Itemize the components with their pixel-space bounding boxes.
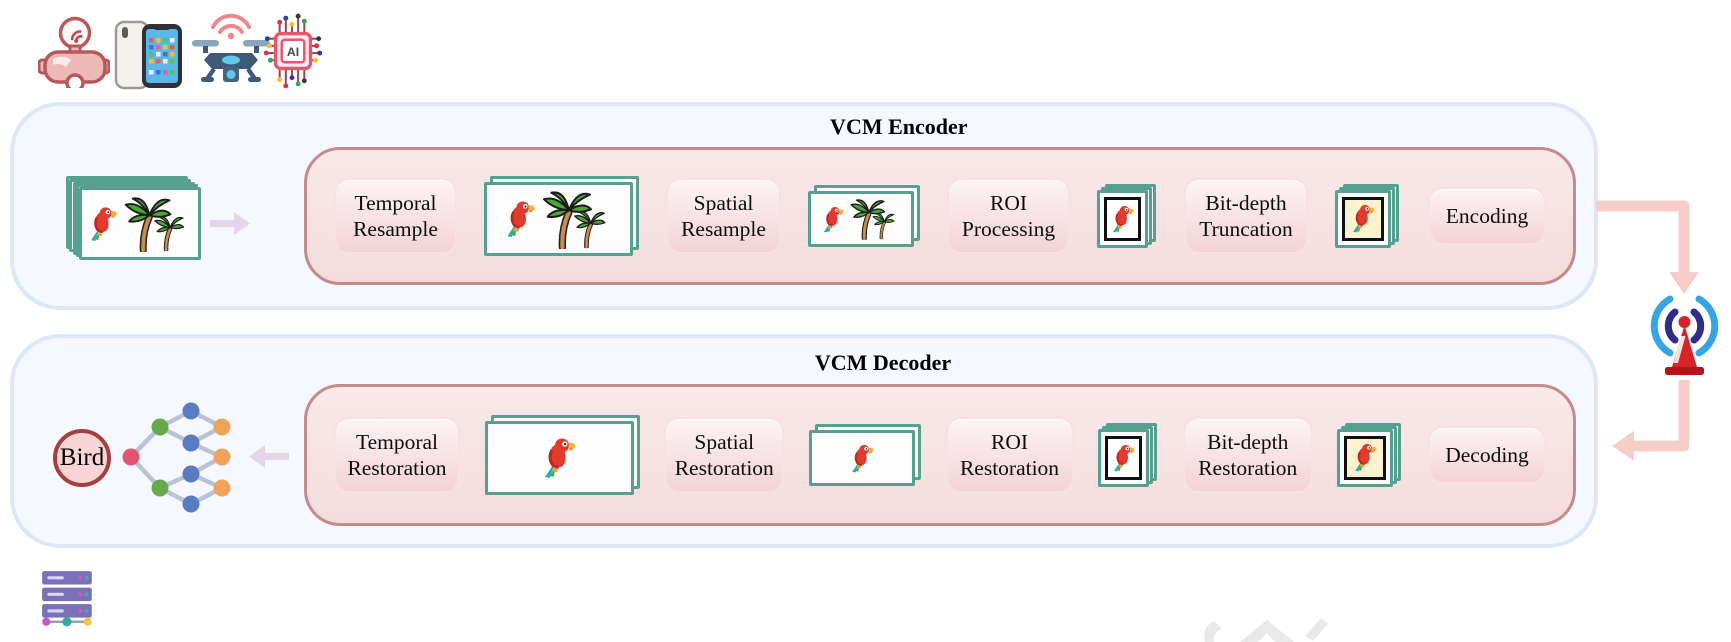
parrot-image <box>502 199 538 239</box>
broadcast-antenna-icon <box>1650 295 1719 375</box>
step-temporal-restoration: Temporal Restoration <box>334 417 460 493</box>
roi-processed-frame <box>1097 183 1157 249</box>
parrot-image <box>820 205 846 234</box>
vcm-encoder-panel: VCM Encoder Temporal Resample Spatial Re… <box>10 102 1598 310</box>
task-output-bird: Bird <box>53 429 111 487</box>
parrot-image <box>1109 204 1136 234</box>
parrot-image <box>848 443 876 474</box>
encoder-title: VCM Encoder <box>830 114 968 139</box>
roi-restored-frame <box>1098 422 1158 488</box>
server-cluster-icon <box>42 571 92 627</box>
parrot-image <box>1351 442 1379 473</box>
drone-icon <box>192 13 270 82</box>
step-roi-restoration: ROI Restoration <box>945 417 1074 493</box>
spatial-resampled-frames <box>808 185 920 247</box>
header-device-icons: AI <box>0 0 340 95</box>
step-spatial-resample: Spatial Resample <box>666 178 781 254</box>
input-flow-arrow <box>210 212 250 235</box>
smartphone-icon <box>114 20 182 90</box>
palm-trees-image <box>850 198 902 240</box>
step-bit-depth-truncation: Bit-depth Truncation <box>1184 178 1308 254</box>
vcm-decoder-panel: VCM Decoder Bird Temporal Restoration <box>10 334 1598 548</box>
temporal-restored-frames <box>484 415 640 495</box>
step-bit-depth-restoration: Bit-depth Restoration <box>1182 417 1313 493</box>
watermark-fragment <box>1204 618 1328 642</box>
decoder-title: VCM Decoder <box>814 350 952 375</box>
output-flow-arrow <box>249 445 289 468</box>
parrot-image <box>86 205 120 243</box>
step-temporal-resample: Temporal Resample <box>334 178 457 254</box>
step-roi-processing: ROI Processing <box>947 178 1070 254</box>
palm-trees-image <box>542 190 616 249</box>
neural-network-icon <box>122 402 231 513</box>
step-decoding: Decoding <box>1428 426 1546 484</box>
parrot-image <box>1349 203 1377 234</box>
step-spatial-restoration: Spatial Restoration <box>664 417 785 493</box>
step-encoding: Encoding <box>1428 187 1546 245</box>
ai-chip-label: AI <box>287 45 299 59</box>
bit-depth-restored-frame <box>1337 422 1403 488</box>
palm-trees-image <box>124 196 194 252</box>
temporal-resampled-frames <box>484 176 639 256</box>
bit-depth-truncated-frame <box>1335 183 1401 249</box>
parrot-image <box>1110 443 1137 473</box>
spatial-restored-frames <box>808 424 921 486</box>
decoder-pipeline: Temporal Restoration Spatial Restoration… <box>304 384 1576 526</box>
encoder-pipeline: Temporal Resample Spatial Resample ROI P… <box>304 147 1576 285</box>
input-video-frame-stack <box>66 176 201 260</box>
vr-headset-icon <box>38 16 110 88</box>
ai-chip-icon: AI <box>264 13 322 89</box>
arrowhead-down <box>1669 272 1699 294</box>
arrowhead-left <box>1612 431 1634 461</box>
parrot-image <box>539 436 579 480</box>
